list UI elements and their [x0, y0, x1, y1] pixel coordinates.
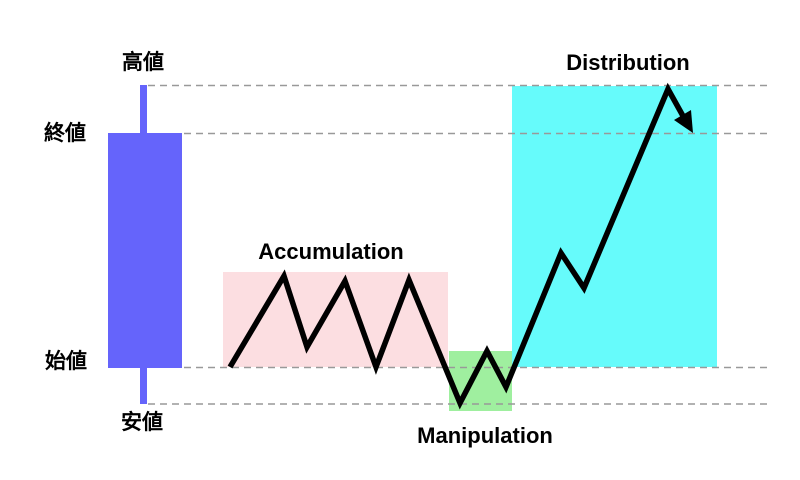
distribution-label: Distribution	[566, 50, 689, 75]
candle-lower-wick	[140, 366, 147, 404]
arrowhead-icon	[674, 110, 693, 133]
accumulation-label: Accumulation	[258, 239, 403, 264]
candle-upper-wick	[140, 85, 147, 135]
label-open: 始値	[45, 349, 87, 373]
label-low: 安値	[121, 410, 163, 434]
label-high: 高値	[122, 50, 164, 74]
candle-body	[108, 133, 182, 368]
manipulation-label: Manipulation	[417, 423, 553, 448]
label-close: 終値	[44, 121, 86, 145]
price-path	[227, 82, 686, 410]
